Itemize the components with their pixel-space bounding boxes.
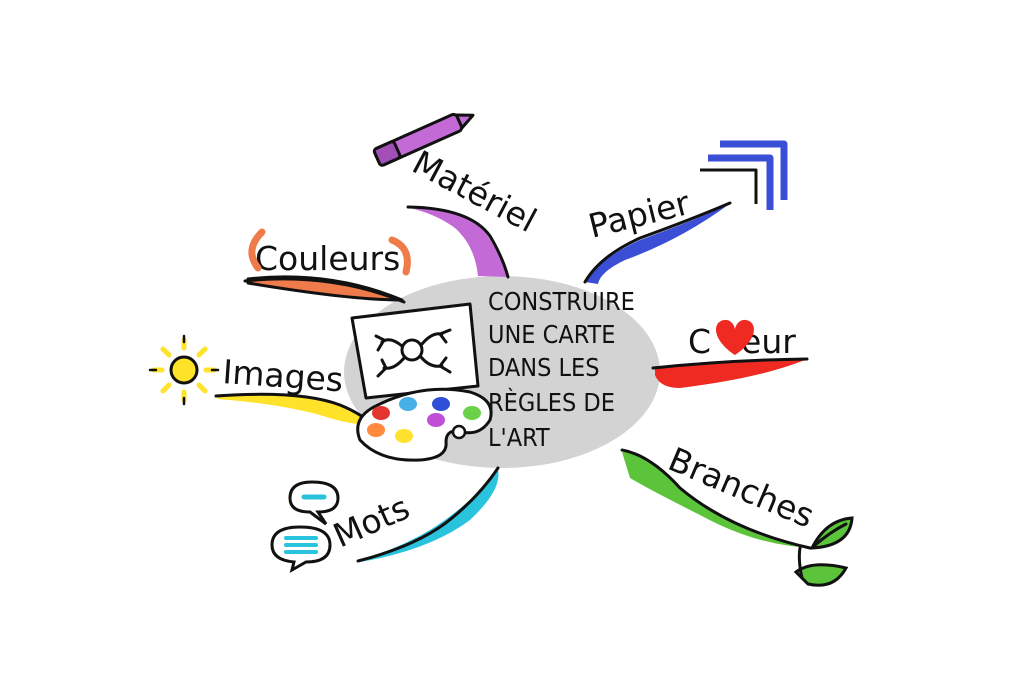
branch-mots: [356, 466, 500, 563]
center-title: CONSTRUIRE UNE CARTE DANS LES RÈGLES DE …: [488, 287, 635, 452]
sketch-card-icon: [350, 302, 480, 400]
leaves-icon: [793, 516, 854, 587]
center-line-3: DANS LES: [488, 353, 600, 382]
sun-icon: [148, 334, 220, 406]
branch-couleurs: [243, 275, 406, 304]
branch-images: [214, 392, 374, 427]
paint-dot: [432, 397, 450, 411]
label-couleurs: Couleurs: [255, 239, 400, 278]
center-line-2: UNE CARTE: [488, 320, 615, 349]
paint-dot: [463, 406, 481, 420]
speech-bubbles-icon: [270, 480, 340, 574]
center-line-1: CONSTRUIRE: [488, 287, 635, 316]
paint-dot: [372, 406, 390, 420]
paint-dot: [399, 397, 417, 411]
paint-dot: [427, 413, 445, 427]
label-coeur-prefix: C: [688, 322, 711, 361]
label-images: Images: [221, 352, 344, 399]
center-line-4: RÈGLES DE: [488, 388, 615, 417]
center-line-5: L'ART: [488, 423, 550, 452]
branch-branches: [620, 448, 820, 550]
label-branches: Branches: [663, 439, 820, 535]
palette-icon: [356, 387, 493, 462]
color-arc-icon: [248, 228, 411, 276]
paint-dot: [395, 429, 413, 443]
branch-papier: [583, 201, 732, 284]
paper-stack-icon: [700, 140, 788, 210]
branch-materiel: [406, 205, 510, 279]
marker-pen-icon: [372, 112, 475, 167]
paint-dot: [367, 423, 385, 437]
heart-icon: [716, 319, 754, 355]
branch-coeur: [651, 357, 809, 388]
